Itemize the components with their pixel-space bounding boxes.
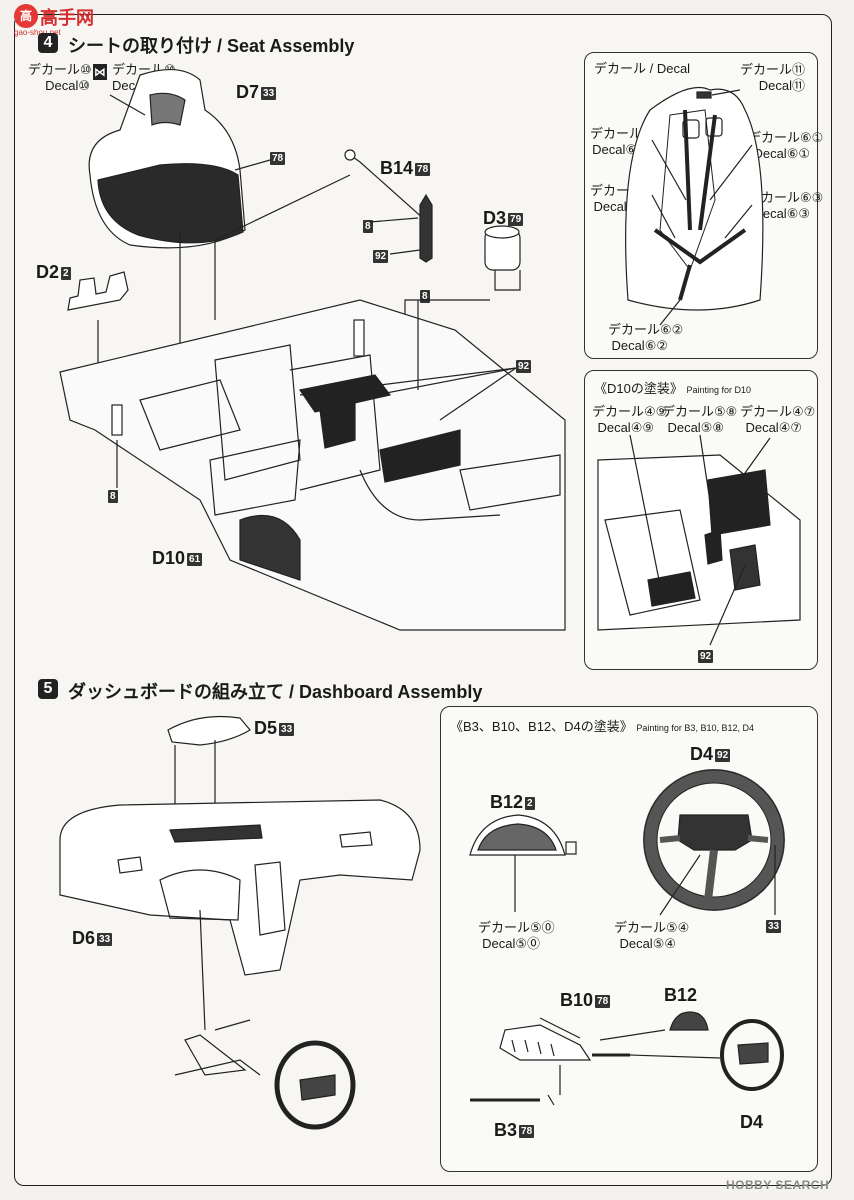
logo-badge: 高 bbox=[14, 4, 38, 28]
logo-text: 高手网 bbox=[40, 8, 94, 28]
logo-sub: gao-shou.net bbox=[14, 28, 61, 37]
painting-box-title: 《B3、B10、B12、D4の塗装》 Painting for B3, B10,… bbox=[450, 719, 754, 734]
mirror-icon: ⋈ bbox=[93, 64, 107, 80]
code-eight-c: 8 bbox=[108, 490, 118, 503]
step4-number: 4 bbox=[38, 33, 58, 53]
watermark: HOBBY SEARCH bbox=[726, 1178, 830, 1192]
wheel-code: 33 bbox=[766, 920, 782, 933]
part-d4-bottom: D4 bbox=[740, 1112, 764, 1132]
step5-number: 5 bbox=[38, 679, 58, 699]
code-eight-a: 8 bbox=[363, 220, 373, 233]
d10-box-title: 《D10の塗装》 Painting for D10 bbox=[594, 381, 752, 396]
code-seat: 78 bbox=[270, 152, 286, 165]
part-b12-bottom: B12 bbox=[664, 985, 698, 1005]
step5-title: ダッシュボードの組み立て / Dashboard Assembly bbox=[68, 682, 483, 702]
step4-title: シートの取り付け / Seat Assembly bbox=[68, 36, 355, 56]
d10-code: 92 bbox=[698, 650, 714, 663]
decal-box-title: デカール / Decal bbox=[594, 61, 691, 76]
code-rod: 92 bbox=[373, 250, 389, 263]
code-box: 92 bbox=[516, 360, 532, 373]
code-eight-b: 8 bbox=[420, 290, 430, 303]
